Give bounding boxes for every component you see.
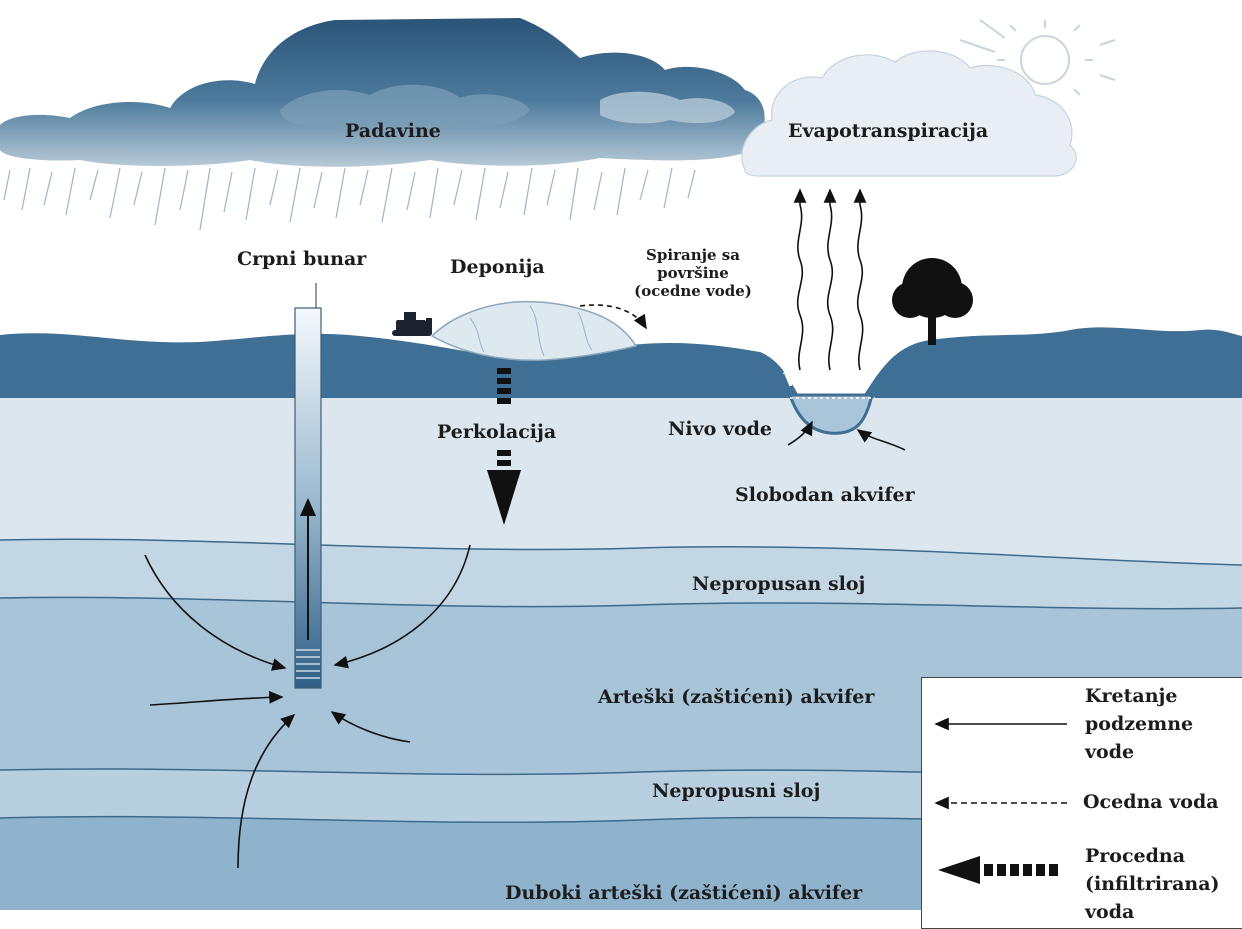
- runoff-line-1: Spiranje sa: [646, 246, 740, 264]
- label-percolation: Perkolacija: [437, 421, 557, 443]
- label-landfill: Deponija: [450, 256, 545, 278]
- legend-leachate-line-3: voda: [1085, 901, 1135, 923]
- percolation-arrow: [487, 368, 521, 525]
- legend-leachate-line-2: (infiltrirana): [1085, 873, 1220, 895]
- label-precipitation: Padavine: [345, 120, 441, 142]
- label-impermeable-layer-1: Nepropusan sloj: [692, 573, 866, 595]
- label-artesian-aquifer: Arteški (zaštićeni) akvifer: [598, 686, 875, 708]
- legend-flow-line-1: Kretanje: [1085, 685, 1178, 707]
- runoff-line-2: površine: [657, 264, 729, 282]
- tree-icon: [892, 258, 973, 345]
- legend-flow-line-3: vode: [1085, 741, 1135, 763]
- label-stream: Vodotok: [783, 369, 870, 391]
- label-deep-artesian-aquifer: Duboki arteški (zaštićeni) akvifer: [505, 882, 863, 904]
- bulldozer-icon: [392, 312, 432, 336]
- evaporation-arrows: [793, 188, 867, 371]
- legend-symbols: [934, 717, 1067, 884]
- pumping-well: [294, 283, 322, 689]
- ground-right: [862, 327, 1242, 398]
- legend-runoff-label: Ocedna voda: [1083, 791, 1219, 813]
- legend-leachate-arrow: [938, 856, 1058, 884]
- rain-streaks: [3, 167, 696, 231]
- ground-left: [0, 333, 800, 398]
- label-pumping-well: Crpni bunar: [237, 248, 367, 270]
- groundwater-flow-arrows: [144, 420, 906, 869]
- label-water-level: Nivo vode: [668, 418, 772, 440]
- runoff-line-3: (ocedne vode): [634, 282, 752, 300]
- label-surface-runoff: Spiranje sa površine (ocedne vode): [628, 246, 758, 300]
- rain-cloud: [0, 18, 765, 167]
- legend: Kretanje podzemne vode Ocedna voda Proce…: [921, 677, 1242, 929]
- label-evapotranspiration: Evapotranspiracija: [788, 120, 989, 142]
- runoff-arrow: [579, 304, 647, 330]
- legend-leachate-line-1: Procedna: [1085, 845, 1186, 867]
- sun-icon: [959, 19, 1116, 96]
- label-unconfined-aquifer: Slobodan akvifer: [735, 484, 915, 506]
- landfill-mound: [430, 300, 638, 362]
- legend-leachate-label: Procedna (infiltrirana) voda: [1085, 842, 1220, 926]
- label-impermeable-layer-2: Nepropusni sloj: [652, 780, 821, 802]
- legend-flow-label: Kretanje podzemne vode: [1085, 682, 1193, 766]
- evaporation-cloud: [741, 50, 1077, 177]
- legend-flow-line-2: podzemne: [1085, 713, 1194, 735]
